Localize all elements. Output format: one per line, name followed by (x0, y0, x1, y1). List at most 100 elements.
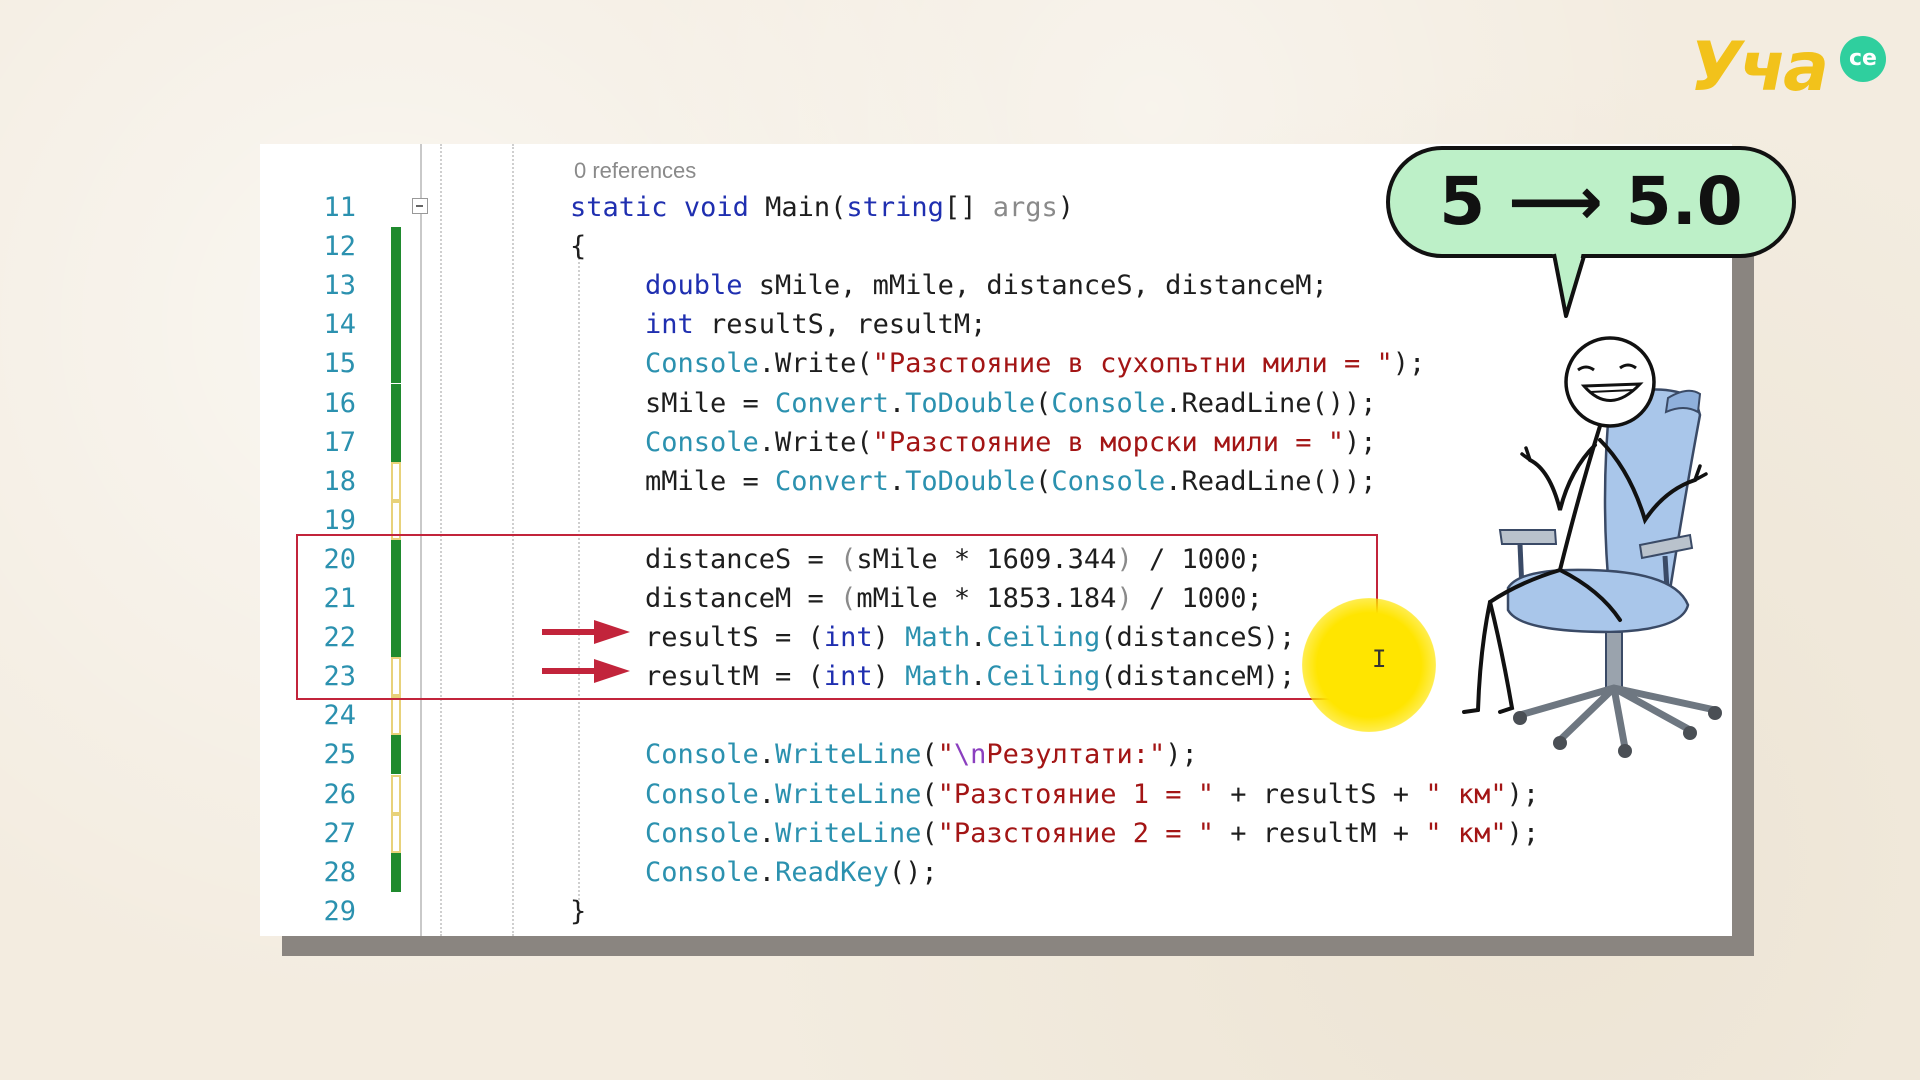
code-line[interactable]: 12{ (260, 227, 1732, 267)
code-token: double (645, 270, 743, 302)
code-line[interactable]: 24 (260, 696, 1732, 736)
code-token: ( (921, 778, 938, 810)
collapse-toggle-icon[interactable] (412, 198, 428, 214)
code-token: WriteLine (775, 778, 922, 810)
code-token: ( (921, 739, 938, 771)
code-token: ( (830, 192, 847, 223)
code-token: Console (1051, 387, 1166, 419)
indent-guide (512, 144, 514, 936)
code-text: Console.ReadKey(); (645, 853, 938, 892)
code-token: ) (1057, 192, 1075, 223)
code-text: Console.Write("Разстояние в морски мили … (645, 423, 1377, 462)
change-marker (391, 266, 401, 306)
code-token: Console (645, 426, 759, 458)
code-text: distanceS = (sMile * 1609.344) / 1000; (645, 540, 1263, 579)
code-token: ( (1035, 465, 1052, 497)
code-text: int resultS, resultM; (645, 305, 986, 344)
code-token: resultS = ( (645, 622, 824, 654)
code-token: Convert (775, 465, 889, 497)
change-marker (391, 344, 401, 384)
line-number: 23 (323, 661, 356, 693)
code-token: distanceS = (645, 543, 841, 575)
code-token: Console (645, 778, 759, 810)
line-number: 18 (323, 465, 356, 497)
code-token: "Разстояние в морски мили = " (872, 426, 1344, 458)
code-token: { (570, 231, 587, 263)
red-arrow-icon (542, 620, 630, 644)
code-token: . (970, 661, 987, 693)
code-token: ) (1116, 543, 1133, 575)
code-line[interactable]: 19 (260, 500, 1732, 540)
code-token: . (888, 465, 906, 497)
change-marker (391, 383, 401, 423)
code-token: (distanceM); (1100, 661, 1296, 693)
code-token: ( (840, 543, 857, 575)
code-token: . (970, 622, 987, 654)
stick-figure-character-icon (1462, 336, 1722, 758)
gutter-separator (420, 144, 422, 936)
code-token: Ceiling (986, 661, 1101, 693)
change-marker (391, 579, 401, 618)
change-marker (391, 813, 401, 853)
code-token: sMile * 1609.344 (856, 543, 1117, 575)
code-text: resultS = (int) Math.Ceiling(distanceS); (645, 618, 1295, 657)
change-marker (391, 305, 401, 345)
speech-bubble-tail (1552, 252, 1586, 318)
code-token: / 1000; (1132, 583, 1263, 614)
code-token: Main (765, 192, 831, 223)
code-text: } (570, 892, 586, 931)
code-token: ) (872, 661, 906, 693)
code-line[interactable]: 20 distanceS = (sMile * 1609.344) / 1000; (260, 539, 1732, 579)
code-token: sMile, mMile, distanceS, distanceM; (742, 270, 1328, 302)
change-marker (391, 735, 401, 775)
code-token: Console (645, 856, 759, 888)
change-marker (391, 774, 401, 814)
code-token: .ReadLine()); (1165, 387, 1377, 419)
code-token: Console (645, 739, 759, 771)
code-token: sMile = (645, 387, 776, 419)
code-token: int (645, 309, 694, 341)
code-token: "Разстояние в сухопътни мили = " (872, 348, 1393, 380)
codelens-references[interactable]: 0 references (574, 158, 697, 183)
code-token: ReadKey (775, 856, 889, 888)
line-number: 14 (323, 309, 356, 341)
change-marker (391, 422, 401, 462)
code-token: .Write( (758, 348, 873, 380)
speech-bubble: 5 ⟶ 5.0 (1386, 146, 1796, 258)
line-number: 29 (323, 895, 356, 927)
code-token: WriteLine (775, 739, 922, 771)
code-token: / 1000; (1132, 543, 1263, 575)
line-number: 17 (323, 426, 356, 458)
line-number: 20 (323, 543, 356, 575)
code-token: ) (872, 622, 906, 654)
code-token: distanceM = (645, 583, 841, 614)
code-token: int (823, 622, 873, 654)
code-line[interactable]: 17 Console.Write("Разстояние в морски мил… (260, 422, 1732, 462)
code-line[interactable]: 29} (260, 892, 1732, 931)
code-token: .Write( (758, 426, 873, 458)
code-token: . (758, 778, 776, 810)
change-marker (391, 618, 401, 658)
bubble-text: 5 ⟶ 5.0 (1439, 163, 1743, 240)
code-text: { (570, 227, 586, 266)
brand-name: Уча (1690, 28, 1829, 107)
code-token: Console (645, 817, 759, 849)
code-text: Console.WriteLine("Разстояние 2 = " + re… (645, 814, 1539, 853)
code-token: ( (1035, 387, 1052, 419)
change-marker (391, 500, 401, 540)
code-line[interactable]: 14 int resultS, resultM; (260, 305, 1732, 345)
code-token: ); (1392, 348, 1426, 380)
